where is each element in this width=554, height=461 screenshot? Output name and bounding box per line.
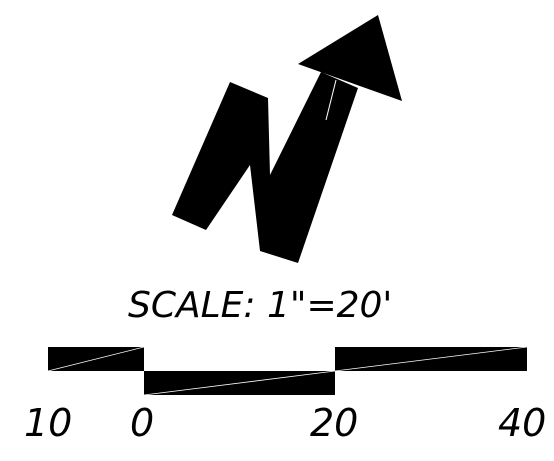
scale-tick-label-40: 40: [498, 401, 546, 445]
north-arrow-head: [298, 15, 402, 101]
scale-bar: [47, 346, 528, 396]
scale-bar-highlight-1: [47, 346, 145, 372]
scale-title: SCALE: 1"=20': [128, 285, 392, 326]
scale-tick-label-0: 0: [130, 401, 154, 445]
north-arrow-n-shape: [172, 72, 358, 263]
scale-tick-labels: 10 0 20 40: [24, 401, 546, 445]
scale-bar-highlight-3: [334, 346, 528, 372]
scale-tick-label-10: 10: [24, 401, 72, 445]
scale-bar-highlight-2: [143, 370, 336, 396]
scale-tick-label-20: 20: [310, 401, 358, 445]
north-arrow-highlight: [325, 79, 337, 121]
north-arrow-icon: [172, 15, 402, 263]
